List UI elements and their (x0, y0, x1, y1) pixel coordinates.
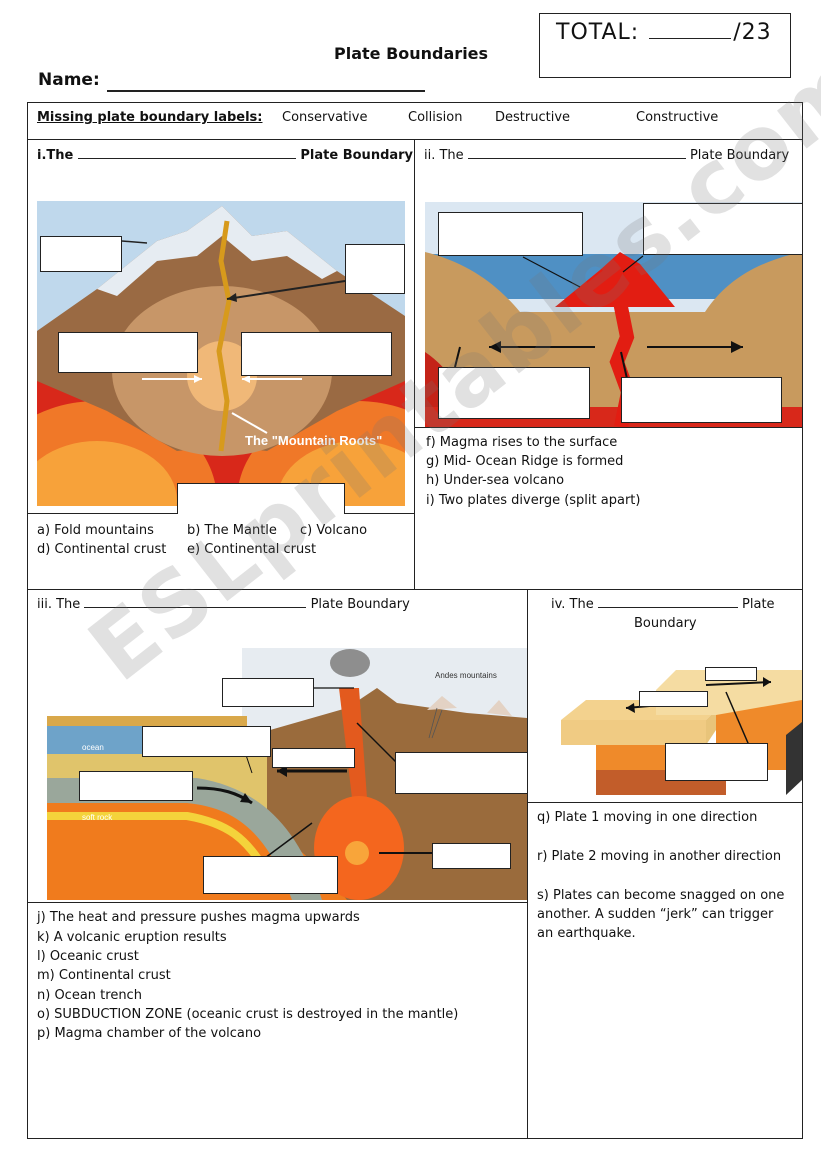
list-item: i) Two plates diverge (split apart) (426, 493, 641, 508)
section-ii-blank[interactable] (467, 158, 686, 159)
list-item: c) Volcano (300, 523, 368, 538)
answer-box[interactable] (665, 743, 768, 781)
answer-box[interactable] (643, 203, 803, 255)
list-item: b) The Mantle (187, 523, 277, 538)
answer-box[interactable] (177, 483, 345, 514)
answer-box[interactable] (58, 332, 198, 373)
table-border-bottom (27, 1138, 803, 1139)
list-item: q) Plate 1 moving in one direction (537, 810, 758, 825)
answer-box[interactable] (142, 726, 271, 757)
table-border-top (27, 102, 803, 103)
section-iv-suffix: Plate (742, 597, 775, 612)
list-item: a) Fold mountains (37, 523, 154, 538)
table-border-right (802, 102, 803, 1139)
list-item: m) Continental crust (37, 968, 171, 983)
total-label: TOTAL: (556, 20, 640, 45)
section-i-blank[interactable] (77, 158, 296, 159)
label-option: Constructive (636, 110, 719, 125)
list-item: f) Magma rises to the surface (426, 435, 618, 450)
list-item: r) Plate 2 moving in another direction (537, 849, 782, 864)
name-field[interactable] (107, 90, 425, 92)
total-blank[interactable] (649, 38, 732, 39)
answer-box[interactable] (345, 244, 405, 294)
andes-mountains-label: Andes mountains (435, 671, 497, 680)
label-option: Destructive (495, 110, 571, 125)
section-ii-heading: ii. The Plate Boundary (424, 148, 789, 163)
section-i-prefix: i.The (37, 148, 74, 163)
total-score-box (539, 13, 791, 78)
list-item: s) Plates can become snagged on one (537, 888, 785, 903)
answer-box[interactable] (79, 771, 193, 801)
section-iii-heading: iii. The Plate Boundary (37, 597, 410, 612)
total-score: TOTAL: /23 (556, 20, 772, 45)
section-iv-heading: iv. The Plate (551, 597, 775, 612)
ocean-label: ocean (82, 743, 104, 752)
table-divider (414, 139, 415, 589)
section-iv-prefix: iv. The (551, 597, 594, 612)
list-item: k) A volcanic eruption results (37, 930, 227, 945)
list-item: j) The heat and pressure pushes magma up… (37, 910, 360, 925)
answer-box[interactable] (203, 856, 338, 894)
section-ii-prefix: ii. The (424, 148, 464, 163)
table-divider (527, 589, 528, 1138)
table-border-left (27, 102, 28, 1139)
answer-box[interactable] (705, 667, 757, 681)
table-divider (527, 802, 802, 803)
missing-labels-heading: Missing plate boundary labels: (37, 110, 263, 125)
section-iii-suffix: Plate Boundary (310, 597, 410, 612)
section-i-heading: i.The Plate Boundary (37, 148, 413, 163)
section-iv-suffix-line2: Boundary (634, 616, 697, 631)
answer-box[interactable] (222, 678, 314, 707)
table-divider (414, 427, 802, 428)
answer-box[interactable] (395, 752, 528, 794)
worksheet-title: Plate Boundaries (334, 44, 489, 63)
total-suffix: /23 (733, 20, 772, 45)
section-ii-suffix: Plate Boundary (689, 148, 790, 163)
list-item: p) Magma chamber of the volcano (37, 1026, 262, 1041)
table-divider (27, 139, 803, 140)
mountain-roots-caption: The "Mountain Roots" (245, 433, 382, 448)
answer-box[interactable] (621, 377, 782, 423)
table-divider (27, 902, 527, 903)
list-item: an earthquake. (537, 926, 636, 941)
label-option: Collision (408, 110, 463, 125)
answer-box[interactable] (639, 691, 708, 707)
section-iii-prefix: iii. The (37, 597, 81, 612)
section-iv-blank[interactable] (597, 607, 738, 608)
list-item: h) Under-sea volcano (426, 473, 565, 488)
list-item: n) Ocean trench (37, 988, 142, 1003)
answer-box[interactable] (40, 236, 122, 272)
answer-box[interactable] (438, 367, 590, 419)
list-item: g) Mid- Ocean Ridge is formed (426, 454, 624, 469)
answer-box[interactable] (272, 748, 355, 768)
list-item: l) Oceanic crust (37, 949, 139, 964)
answer-box[interactable] (432, 843, 511, 869)
section-i-suffix: Plate Boundary (300, 148, 414, 163)
answer-box[interactable] (438, 212, 583, 256)
name-label: Name: (38, 70, 100, 90)
list-item: another. A sudden “jerk” can trigger (537, 907, 774, 922)
list-item: o) SUBDUCTION ZONE (oceanic crust is des… (37, 1007, 459, 1022)
table-divider (27, 589, 803, 590)
label-option: Conservative (282, 110, 368, 125)
soft-rock-label: soft rock (82, 813, 113, 822)
answer-box[interactable] (241, 332, 392, 376)
section-iii-blank[interactable] (84, 607, 307, 608)
list-item: e) Continental crust (187, 542, 317, 557)
list-item: d) Continental crust (37, 542, 167, 557)
